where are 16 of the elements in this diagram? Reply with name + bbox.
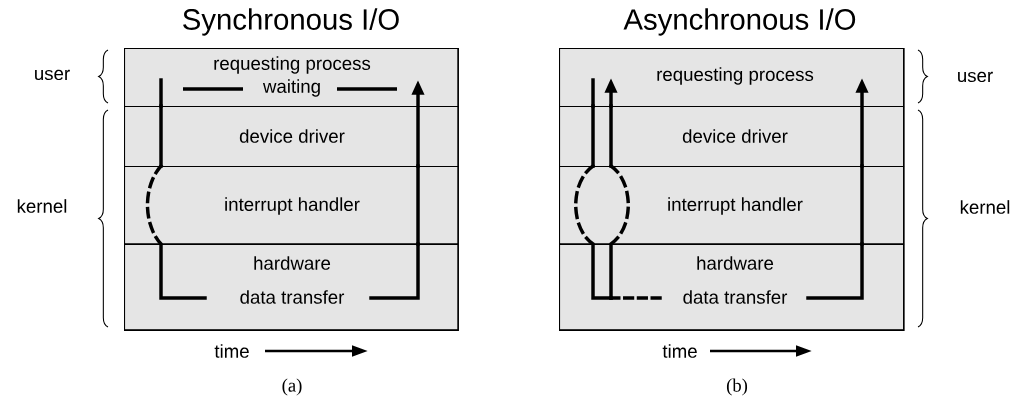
- layer-band: requesting process: [559, 48, 905, 108]
- axis-label: kernel: [960, 200, 1010, 214]
- panel-caption: (a): [282, 378, 302, 396]
- panel-title: Asynchronous I/O: [623, 8, 856, 36]
- layer-band: requesting process waiting: [124, 48, 459, 108]
- axis-label: user: [958, 71, 993, 83]
- layer-band: device driver: [124, 106, 459, 168]
- layer-band: hardware data transfer: [559, 244, 905, 331]
- panel-title: Synchronous I/O: [183, 8, 399, 36]
- layer-band: hardware data transfer: [124, 244, 459, 331]
- layer-band: device driver: [559, 106, 905, 168]
- axis-label: kernel: [17, 199, 67, 213]
- layer-band: interrupt handler: [124, 166, 459, 245]
- panel-caption: (b): [726, 378, 748, 396]
- axis-label: user: [35, 69, 70, 81]
- layer-band: interrupt handler: [559, 166, 905, 245]
